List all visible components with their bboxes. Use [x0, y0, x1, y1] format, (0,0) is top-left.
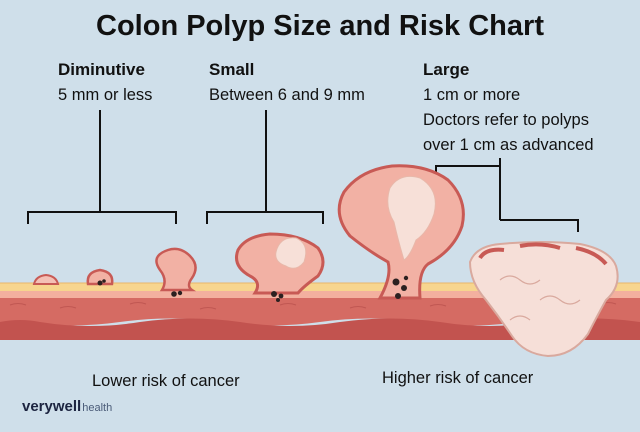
- brand-sub: health: [82, 402, 113, 414]
- risk-lower-label: Lower risk of cancer: [92, 372, 240, 390]
- colon-tissue: [0, 282, 640, 340]
- brand-name: verywell: [22, 398, 82, 415]
- polyp-large-stalked: [337, 164, 465, 300]
- polyp-diminutive-1: [32, 273, 60, 285]
- polyp-diminutive-3: [155, 247, 197, 297]
- polyp-small: [235, 232, 325, 302]
- category-large-note-2: over 1 cm as advanced: [423, 136, 594, 154]
- category-large-size: 1 cm or more: [423, 86, 521, 104]
- polyp-large-sessile: [468, 241, 619, 358]
- chart-title: Colon Polyp Size and Risk Chart: [96, 10, 544, 42]
- category-small-name: Small: [209, 60, 255, 79]
- bracket-diminutive: [27, 110, 177, 224]
- category-large-name: Large: [423, 60, 470, 79]
- category-diminutive-name: Diminutive: [58, 60, 145, 79]
- brand-logo: verywellhealth: [22, 398, 112, 415]
- category-small-size: Between 6 and 9 mm: [209, 86, 365, 104]
- risk-higher-label: Higher risk of cancer: [382, 369, 534, 387]
- category-diminutive-size: 5 mm or less: [58, 86, 153, 104]
- category-large-note-1: Doctors refer to polyps: [423, 111, 589, 129]
- bracket-small: [206, 110, 324, 224]
- polyp-diminutive-2: [86, 268, 114, 286]
